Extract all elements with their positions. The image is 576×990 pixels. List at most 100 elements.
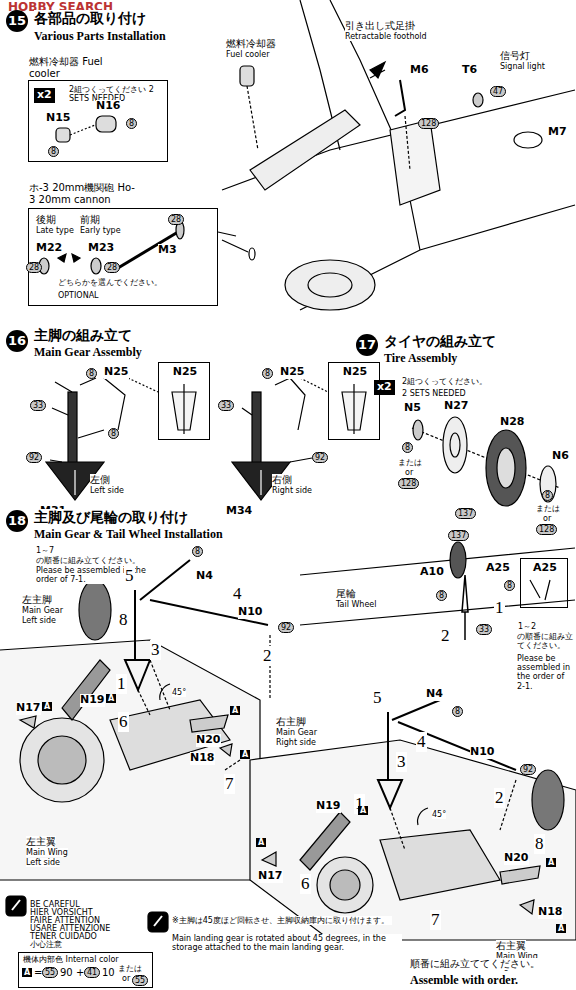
rotation-arrow [418,808,428,825]
part-number: N16 [96,100,121,113]
part-number: N15 [46,112,71,125]
color-code: A [106,694,116,703]
sequence-number: 6 [118,712,129,732]
paint-code: 128 [418,118,439,129]
small-text: 1～2 [518,622,536,631]
small-text: Left side [90,486,124,495]
step-number: 18 [6,510,28,532]
sequence-number: 8 [534,834,545,854]
detail-box: N25 [328,362,380,440]
engine-nacelle [308,273,352,297]
step-title: 各部品の取り付け [34,10,146,26]
paint-code: 8 [192,546,203,557]
left-wheel [79,580,111,640]
color-code: A [556,924,566,933]
leader-line [138,690,150,715]
right-gear-bay [380,830,500,900]
small-text: 1～7 [36,546,54,555]
part-N16 [96,116,116,132]
cannon-part [249,248,255,260]
small-text: Right side [276,738,316,747]
signal-light [473,93,483,107]
part-N18 [220,744,232,756]
note-text: 左主脚 [22,594,52,606]
paint-code: 8 [262,368,273,379]
part-number: N25 [104,366,129,379]
sequence-number: 5 [372,688,383,708]
small-text: Left side [26,858,60,867]
part-N27 [450,433,460,457]
sequence-number: 4 [232,584,243,604]
sequence-number: 7 [430,910,441,930]
paint-code: 137 [448,530,469,541]
paint-code: 33 [218,400,234,411]
note-text: 燃料冷却器 [226,38,276,50]
fuel-cooler [240,66,254,86]
small-text: 45° [172,688,186,697]
detail-N25 [172,384,196,434]
small-text: OPTIONAL [58,291,99,300]
leader-line [247,86,258,150]
small-text: Main landing gear is rotated about 45 de… [172,934,402,952]
small-text: または [536,504,560,513]
small-text: or [543,514,551,523]
note-text: 前期 [80,214,100,226]
paint-code: 8 [108,428,119,439]
box-heading: N25 [329,366,381,379]
part-number: M7 [548,126,567,139]
part-M23 [91,258,101,274]
part-number: N17 [16,702,41,715]
paint-code: 8 [504,580,515,591]
right-wheel [532,770,564,830]
sequence-number: 2 [494,788,505,808]
part-number: N19 [316,800,341,813]
caution-icon [12,900,20,910]
small-text: ※主脚は45度ほど回転させ、主脚収納庫内に取り付けます。 [172,916,392,925]
detail-N25 [342,384,366,434]
note-text: 左側 [90,474,110,486]
paint-code: 92 [278,622,294,633]
paint-code: 55 [132,975,148,986]
paint-code: 8 [126,118,137,129]
part-number: N10 [238,606,263,619]
left-engine-nacelle [38,736,86,784]
note-text: 尾輪 [336,588,356,600]
part-number: T6 [462,64,477,77]
paint-code: 41 [84,967,100,978]
small-text: Right side [272,486,312,495]
part-number: M6 [410,64,429,77]
paint-code: 92 [312,452,328,463]
detail-box: N25 [158,362,210,440]
small-text: の順番に組み立てください。 [517,632,573,650]
detail-A25 [530,580,550,600]
note-text: 順番に組み立ててください。 [410,958,540,970]
paint-code: 8 [86,368,97,379]
signal-light-lens [514,132,542,148]
sequence-number: 5 [124,566,135,586]
sequence-number: 3 [396,752,407,772]
paint-code: 92 [520,764,536,775]
part-N27 [443,417,467,473]
paint-code: 8 [402,442,413,453]
right-engine-nacelle [317,857,373,913]
foothold [395,80,405,116]
step-number: 17 [356,334,378,356]
part-number: N20 [196,734,221,747]
assembly-axis [412,428,560,488]
part-number: N25 [280,366,305,379]
paint-code: 8 [436,590,447,601]
part-N28 [486,430,526,506]
caution-icon [154,916,162,926]
small-text: Tail Wheel [336,600,377,609]
small-text: または [118,964,142,973]
step-title-en: Main Gear Assembly [34,346,142,360]
cannon-option-box: ホ-3 20mm機関砲 Ho-3 20mm cannon [28,208,218,306]
sequence-number: 8 [118,610,129,630]
part-number: N28 [500,416,525,429]
box-heading: ホ-3 20mm機関砲 Ho-3 20mm cannon [29,182,139,205]
left-gear-bay [110,700,230,770]
part-number: N19 [80,694,105,707]
color-code: A [42,702,52,711]
box-heading: N25 [159,366,211,379]
color-code: A [546,858,556,867]
